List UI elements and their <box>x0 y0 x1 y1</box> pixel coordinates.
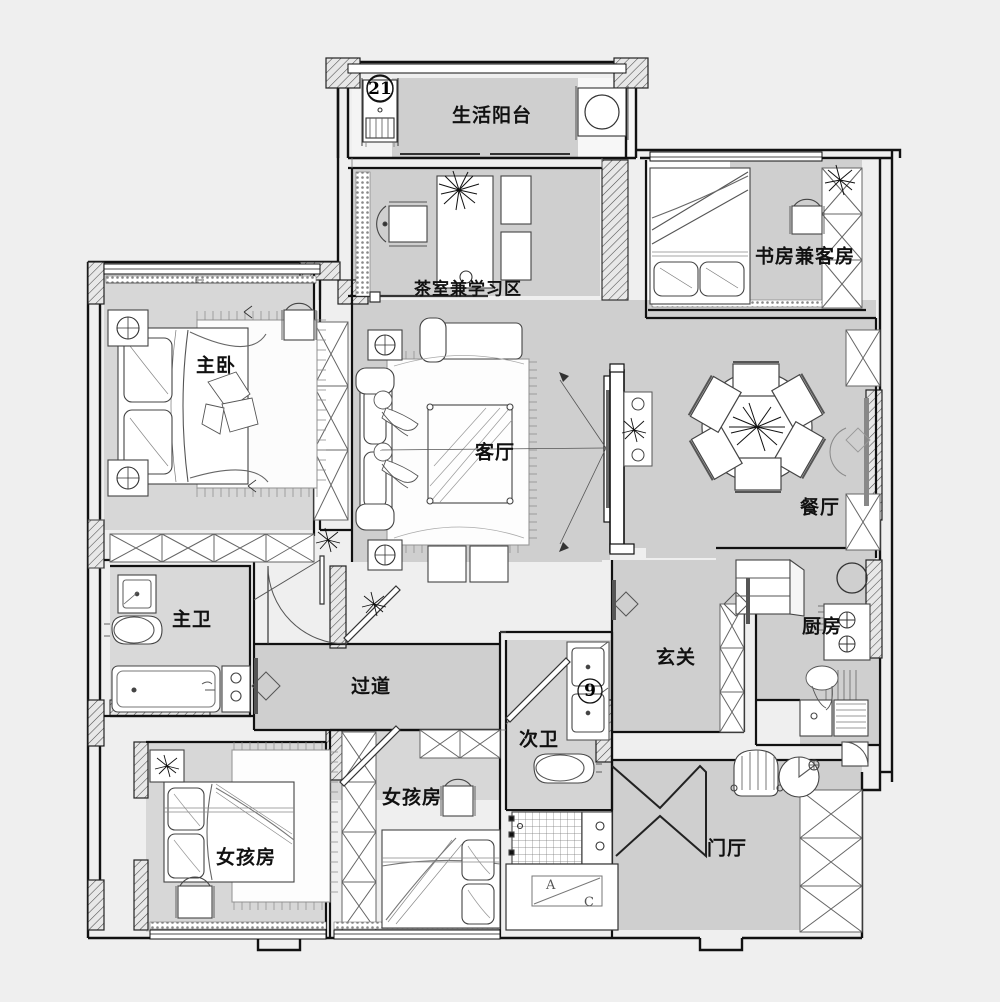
girls-room-1-furniture <box>149 742 338 919</box>
kitchen-fixtures <box>735 558 871 767</box>
dining-furniture <box>687 361 827 493</box>
callout-marker-21: 21 <box>368 79 392 99</box>
door-swings <box>251 153 871 787</box>
callout-marker-9: 9 <box>584 681 596 701</box>
ac-label-a: A <box>546 878 556 893</box>
study-guest-furniture <box>649 164 856 305</box>
closet-cabinets <box>109 167 881 933</box>
windows <box>103 63 823 940</box>
living-room-furniture <box>355 317 537 583</box>
ac-label-c: C <box>584 895 594 910</box>
ac-platform-box <box>505 863 619 931</box>
master-bath-fixtures <box>104 574 251 713</box>
callout-symbols <box>366 75 603 704</box>
master-bedroom-furniture <box>107 302 326 497</box>
tv-wall <box>379 363 653 555</box>
detail-linework <box>88 142 603 731</box>
structural-columns <box>87 57 883 931</box>
girls-room-2-furniture <box>381 778 501 929</box>
tea-room-furniture <box>376 170 532 289</box>
balcony-fixtures <box>361 74 629 146</box>
foyer-furniture <box>611 749 820 859</box>
second-bath-fixtures <box>508 641 613 865</box>
ceiling-light-symbols <box>315 527 387 617</box>
